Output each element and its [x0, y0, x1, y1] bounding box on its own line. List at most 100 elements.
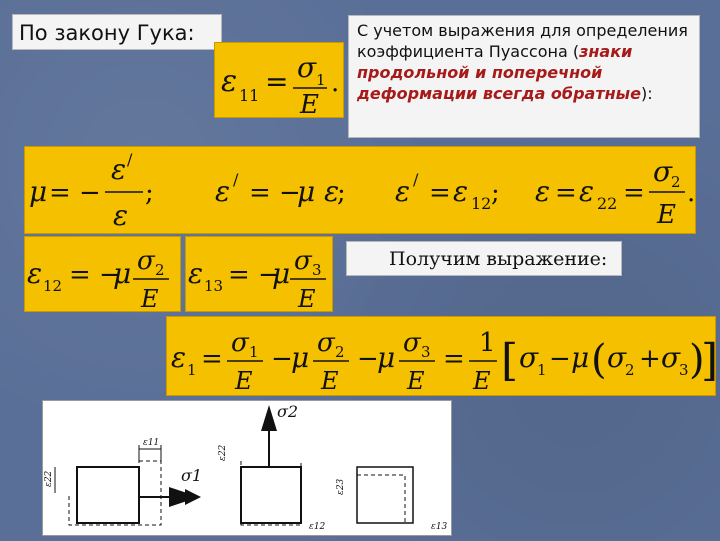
deformation-figure: ε11 ε22 σ1 σ2 ε22 ε12 ε23 ε13 — [42, 400, 452, 536]
svg-text:= −: = − — [49, 178, 101, 208]
formula-eps11: ε 11 = σ 1 E . — [214, 42, 344, 120]
svg-text:ε: ε — [113, 199, 128, 232]
svg-text:−: − — [549, 344, 571, 374]
svg-text:= −: = − — [249, 178, 301, 208]
svg-text:μ: μ — [113, 257, 131, 290]
svg-text:(: ( — [591, 337, 607, 383]
mid-force-label: σ2 — [277, 402, 298, 421]
svg-text:22: 22 — [597, 194, 617, 213]
mid-strain-label: ε22 — [218, 444, 228, 461]
left-side-label: ε22 — [44, 470, 54, 487]
svg-text:=: = — [265, 65, 288, 98]
svg-text:3: 3 — [421, 343, 431, 361]
svg-text:−: − — [271, 344, 293, 374]
svg-text:]: ] — [701, 335, 717, 386]
poisson-text-after: ): — [641, 84, 653, 103]
right-bottom-label: ε13 — [431, 522, 448, 532]
svg-text:E: E — [472, 367, 491, 395]
svg-text:σ: σ — [297, 51, 317, 84]
svg-text:11: 11 — [239, 86, 259, 105]
svg-text:σ: σ — [317, 328, 336, 358]
svg-text:E: E — [234, 367, 253, 395]
svg-text:=: = — [429, 178, 451, 208]
svg-text:ε: ε — [535, 175, 550, 208]
svg-text:−: − — [357, 344, 379, 374]
svg-text:ε: ε — [27, 257, 42, 290]
svg-text:=: = — [443, 344, 465, 374]
poisson-note: С учетом выражения для определения коэфф… — [348, 15, 700, 138]
svg-text:): ) — [689, 337, 705, 383]
svg-text:= −: = − — [228, 260, 280, 290]
svg-text:μ: μ — [272, 257, 290, 290]
svg-text:2: 2 — [155, 261, 165, 279]
svg-text:ε: ε — [171, 341, 186, 374]
svg-text:ε: ε — [579, 175, 594, 208]
svg-text:σ: σ — [294, 246, 313, 276]
svg-text:E: E — [140, 285, 159, 313]
svg-text:σ: σ — [137, 246, 156, 276]
get-expression-text: Получим выражение: — [389, 248, 608, 270]
svg-text:σ: σ — [519, 341, 539, 374]
formula-poisson-row: μ = − ε / ε ; ε / = − μ ε ; ε / = ε 12 ;… — [24, 146, 696, 234]
hooke-title-text: По закону Гука: — [19, 21, 195, 45]
svg-text:=: = — [555, 178, 577, 208]
svg-text:ε: ε — [395, 175, 410, 208]
svg-text:13: 13 — [204, 277, 223, 295]
get-expression-box: Получим выражение: — [346, 241, 622, 276]
svg-text:3: 3 — [679, 361, 689, 379]
svg-text:12: 12 — [43, 277, 62, 295]
svg-text:/: / — [413, 170, 419, 189]
right-strain-label: ε23 — [336, 478, 346, 495]
svg-text:/: / — [233, 170, 239, 189]
svg-text:2: 2 — [671, 173, 681, 191]
hooke-title: По закону Гука: — [12, 14, 222, 50]
svg-text:1: 1 — [187, 361, 197, 379]
svg-text:=: = — [201, 344, 223, 374]
svg-text:2: 2 — [625, 361, 635, 379]
svg-text:;: ; — [145, 178, 154, 208]
svg-text:σ: σ — [231, 328, 250, 358]
svg-text:μ ε: μ ε — [297, 175, 339, 208]
formula-poisson-row-svg: μ = − ε / ε ; ε / = − μ ε ; ε / = ε 12 ;… — [29, 150, 695, 232]
svg-text:E: E — [406, 367, 425, 395]
formula-eps1-final-svg: ε 1 = σ 1 E − μ σ 2 E − μ σ 3 E = 1 E [ … — [171, 328, 718, 395]
svg-text:σ: σ — [403, 328, 422, 358]
mid-bottom-label: ε12 — [309, 522, 326, 532]
formula-eps12: ε 12 = − μ σ 2 E — [24, 236, 181, 313]
right-cube — [356, 466, 414, 524]
left-strain-label: ε11 — [143, 438, 159, 448]
svg-text:+: + — [639, 344, 661, 374]
svg-text:μ: μ — [29, 175, 47, 208]
formula-eps13-svg: ε 13 = − μ σ 3 E — [188, 246, 326, 313]
right-cube-deformed — [357, 474, 406, 523]
svg-text:/: / — [127, 150, 133, 169]
formula-eps1-final: ε 1 = σ 1 E − μ σ 2 E − μ σ 3 E = 1 E [ … — [166, 316, 718, 396]
svg-text:ε: ε — [453, 175, 468, 208]
svg-text:;: ; — [337, 178, 346, 208]
svg-text:μ: μ — [571, 341, 589, 374]
svg-text:=: = — [623, 178, 645, 208]
svg-text:μ: μ — [291, 341, 309, 374]
svg-text:3: 3 — [312, 261, 322, 279]
svg-text:1: 1 — [479, 328, 496, 358]
left-cube-deformed — [68, 460, 162, 526]
svg-text:2: 2 — [335, 343, 345, 361]
svg-text:E: E — [656, 200, 676, 230]
left-cube — [76, 466, 140, 524]
svg-text:.: . — [687, 178, 695, 208]
svg-text:E: E — [299, 90, 319, 119]
left-force-label: σ1 — [181, 466, 202, 485]
svg-text:ε: ε — [221, 64, 237, 99]
svg-text:ε: ε — [111, 153, 126, 186]
deformation-figure-svg: ε11 ε22 σ1 σ2 ε22 ε12 ε23 ε13 — [44, 402, 448, 532]
middle-cube-deformed — [240, 461, 302, 526]
formula-eps11-svg: ε 11 = σ 1 E . — [221, 51, 339, 120]
svg-text:ε: ε — [188, 257, 203, 290]
svg-text:1: 1 — [537, 361, 547, 379]
svg-text:= −: = − — [69, 260, 121, 290]
svg-text:12: 12 — [471, 194, 491, 213]
svg-text:σ: σ — [661, 341, 681, 374]
middle-cube — [240, 466, 302, 524]
svg-text:.: . — [331, 68, 339, 98]
svg-text:E: E — [320, 367, 339, 395]
